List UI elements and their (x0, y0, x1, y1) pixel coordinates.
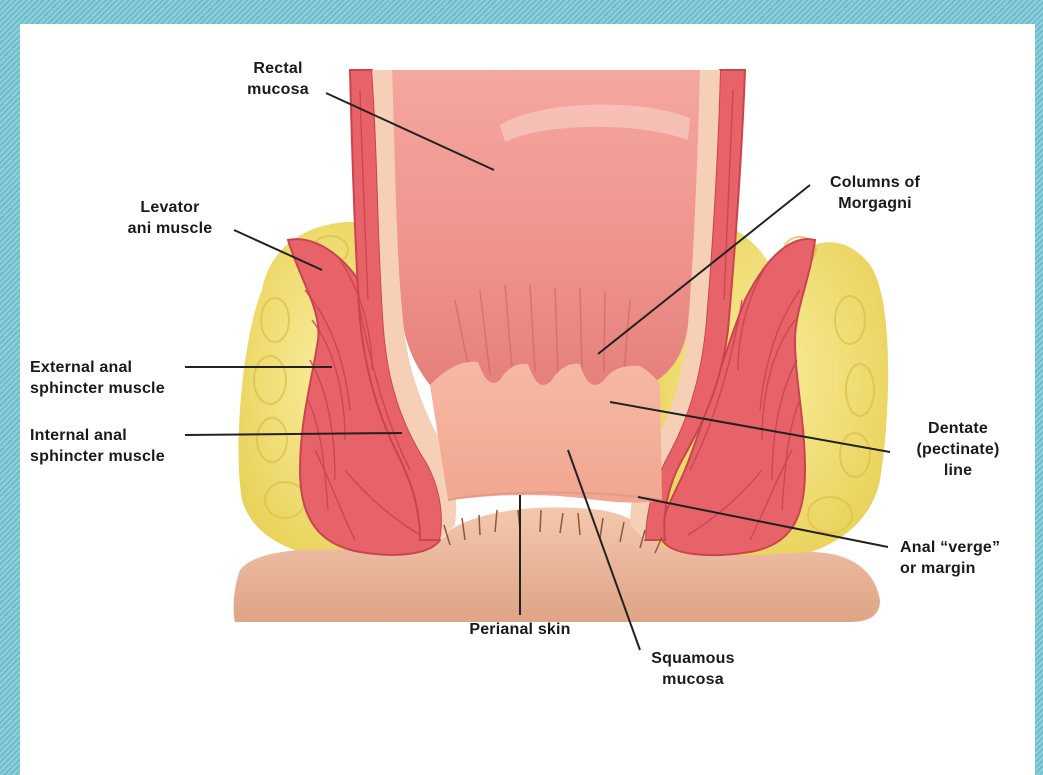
label-rectal-mucosa: Rectal mucosa (228, 58, 328, 100)
label-internal-anal-sphincter: Internal anal sphincter muscle (30, 425, 220, 467)
rectal-mucosa-region (392, 70, 700, 385)
label-squamous-mucosa: Squamous mucosa (633, 648, 753, 690)
label-dentate-line: Dentate (pectinate) line (893, 418, 1023, 481)
label-perianal-skin: Perianal skin (430, 619, 610, 640)
label-levator-ani-muscle: Levator ani muscle (105, 197, 235, 239)
label-external-anal-sphincter: External anal sphincter muscle (30, 357, 220, 399)
label-anal-verge: Anal “verge” or margin (900, 537, 1040, 579)
label-columns-of-morgagni: Columns of Morgagni (805, 172, 945, 214)
